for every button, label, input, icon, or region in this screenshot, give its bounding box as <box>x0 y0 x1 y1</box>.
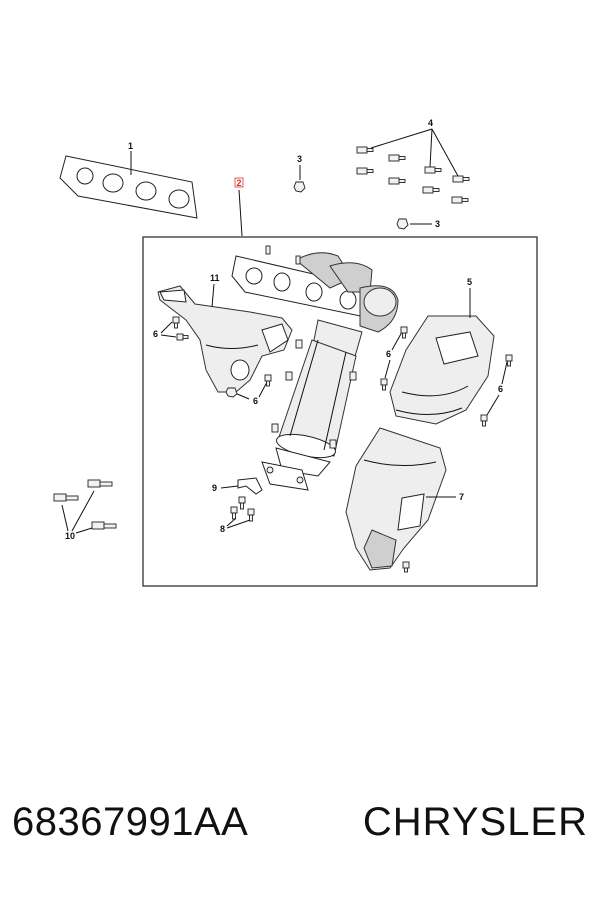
part-6-bolt-icon <box>400 326 408 339</box>
part-number: 68367991AA <box>12 800 249 844</box>
callout-3-top: 3 <box>297 154 302 164</box>
callout-10: 10 <box>65 531 75 541</box>
part-3-nut-icon <box>396 218 409 230</box>
part-10-bolts <box>53 479 117 530</box>
part-4-studs <box>356 146 470 204</box>
callout-9: 9 <box>212 483 217 493</box>
callout-6-lower: 6 <box>253 396 258 406</box>
part-6-bolt-icon <box>172 316 180 329</box>
part-6-bolt-icon <box>480 414 488 427</box>
callout-8: 8 <box>220 524 225 534</box>
assembly-frame <box>142 236 538 587</box>
callout-2-box <box>234 177 244 188</box>
callout-5: 5 <box>467 277 472 287</box>
part-5-heat-shield <box>389 315 495 425</box>
part-6-bolt-icon <box>264 374 272 387</box>
part-3-nut-icon <box>293 181 306 193</box>
callout-1: 1 <box>128 141 133 151</box>
part-7-heat-shield <box>345 427 447 571</box>
exploded-parts-diagram: 1 2 3 3 4 11 6 6 <box>53 118 538 587</box>
part-8-bolt-icon <box>238 496 246 510</box>
part-6-bolt-icon <box>505 354 513 367</box>
part-main-manifold-converter <box>231 245 399 491</box>
fastener-bolt-icon <box>402 561 410 573</box>
part-9-bracket <box>237 477 263 495</box>
callout-6-left: 6 <box>153 329 158 339</box>
callout-3-right: 3 <box>435 219 440 229</box>
callout-6-far-right: 6 <box>498 384 503 394</box>
footer: 68367991AA CHRYSLER <box>0 800 600 870</box>
part-6-bolt-icon <box>380 378 388 391</box>
callout-11: 11 <box>210 273 220 283</box>
callout-4: 4 <box>428 118 433 128</box>
part-11-heat-shield <box>157 285 293 393</box>
part-8-bolt-icon <box>230 506 238 520</box>
part-1-gasket <box>59 155 198 219</box>
callout-2: 2 <box>237 178 242 188</box>
callout-6-mid-right: 6 <box>386 349 391 359</box>
part-6-nut-icon <box>225 387 238 398</box>
brand-name: CHRYSLER <box>362 800 588 844</box>
part-6-bolt-icon <box>176 333 189 341</box>
part-8-bolt-icon <box>247 508 255 522</box>
callout-7: 7 <box>459 492 464 502</box>
